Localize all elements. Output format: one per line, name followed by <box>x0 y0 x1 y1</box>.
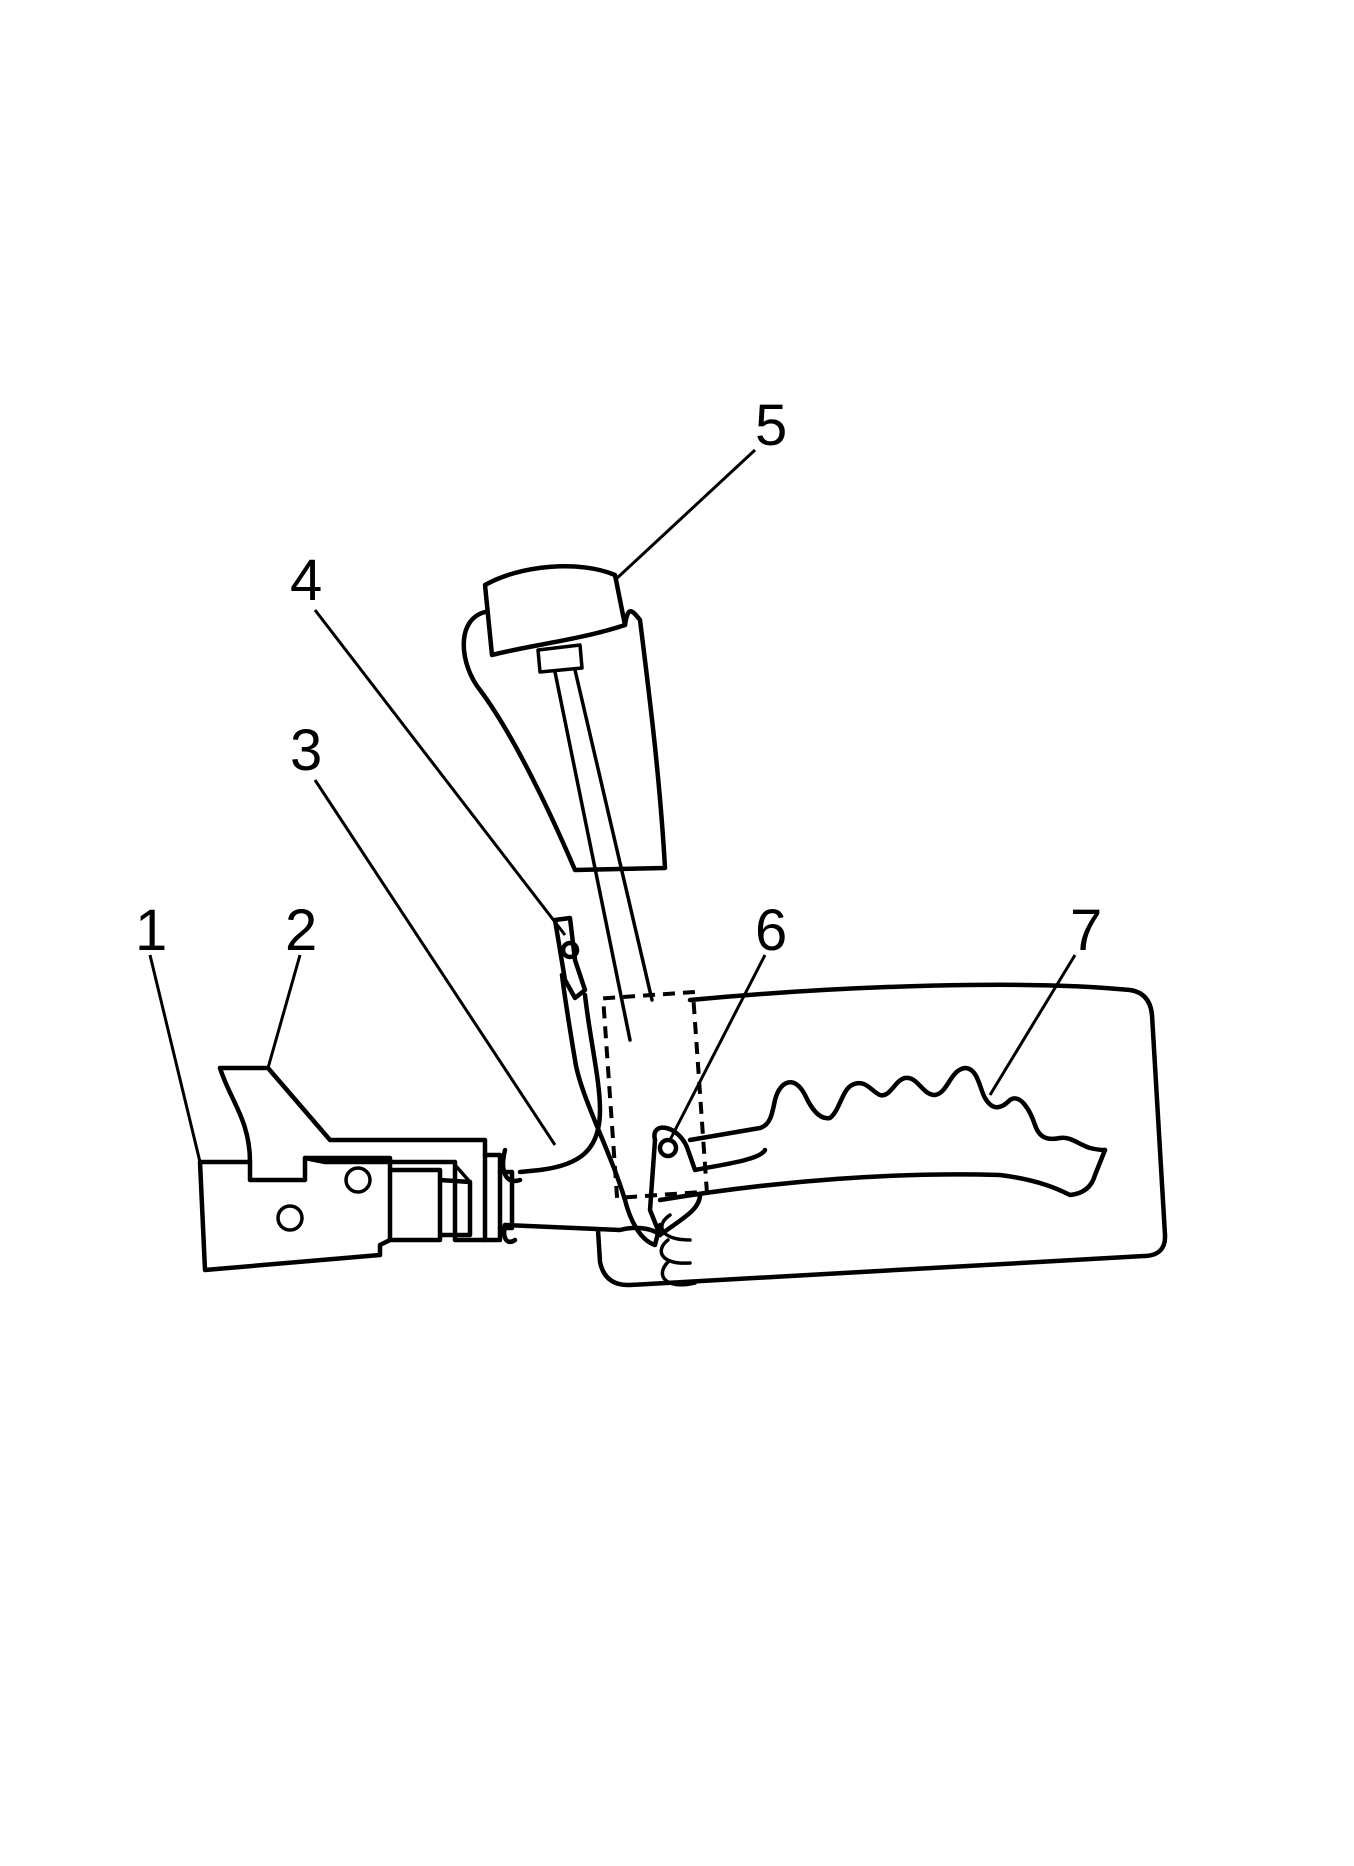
leader-7 <box>988 954 1077 1096</box>
shift-lever <box>461 564 668 1042</box>
callout-1: 1 <box>135 898 167 963</box>
leader-2 <box>266 954 302 1069</box>
leader-6 <box>668 954 767 1141</box>
leader-lines <box>148 448 1077 1163</box>
return-spring <box>659 1213 697 1287</box>
solenoid-assembly <box>197 1065 515 1273</box>
callout-5: 5 <box>755 393 787 458</box>
leader-1 <box>148 954 202 1163</box>
callout-4: 4 <box>290 548 322 613</box>
leader-5 <box>613 448 757 582</box>
callout-2: 2 <box>285 898 317 963</box>
leader-4 <box>313 609 567 936</box>
shift-gate-plate <box>595 982 1168 1288</box>
leader-3 <box>313 779 557 1146</box>
callout-6: 6 <box>755 898 787 963</box>
detent-housing-outline <box>600 989 710 1201</box>
shift-cable <box>500 992 663 1245</box>
callout-3: 3 <box>290 718 322 783</box>
callout-7: 7 <box>1070 898 1102 963</box>
